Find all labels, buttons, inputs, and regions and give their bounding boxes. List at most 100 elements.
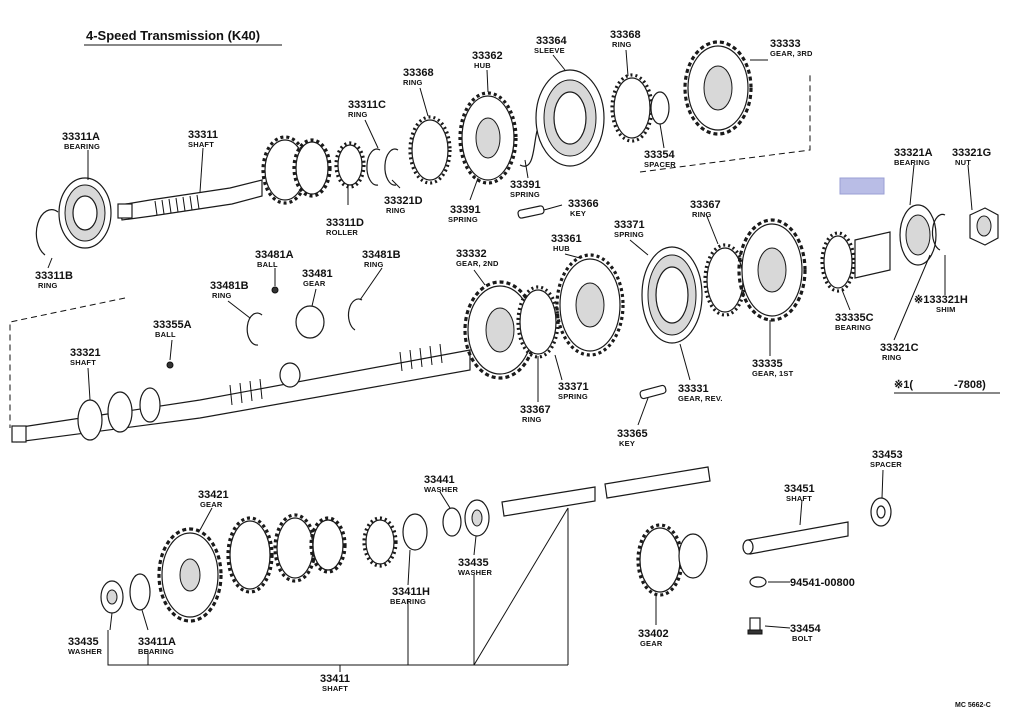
svg-text:33331: 33331 [678, 383, 709, 395]
svg-text:33311D: 33311D [326, 217, 364, 229]
svg-text:33311B: 33311B [35, 270, 73, 282]
callout-94541-00800[interactable]: 94541-00800 [790, 577, 855, 589]
svg-text:RING: RING [38, 281, 58, 290]
input-shaft-drawing [35, 40, 753, 256]
svg-text:33311: 33311 [188, 129, 218, 141]
svg-text:33453: 33453 [872, 449, 903, 461]
diagram-title: 4-Speed Transmission (K40) [86, 28, 260, 43]
svg-text:RING: RING [348, 110, 368, 119]
svg-text:33368: 33368 [610, 29, 641, 41]
svg-text:BALL: BALL [155, 330, 176, 339]
svg-text:SPRING: SPRING [510, 190, 540, 199]
svg-text:RING: RING [692, 210, 712, 219]
svg-text:BOLT: BOLT [792, 634, 813, 643]
leader-lines [47, 49, 973, 672]
svg-text:SHAFT: SHAFT [188, 140, 214, 149]
svg-text:33454: 33454 [790, 623, 821, 635]
svg-text:33402: 33402 [638, 628, 669, 640]
svg-text:GEAR, 1ST: GEAR, 1ST [752, 369, 794, 378]
svg-text:33362: 33362 [472, 50, 503, 62]
svg-text:33321: 33321 [70, 347, 101, 359]
svg-text:KEY: KEY [619, 439, 635, 448]
svg-text:33321C: 33321C [880, 342, 919, 354]
svg-text:RING: RING [403, 78, 423, 87]
svg-text:33367: 33367 [520, 404, 551, 416]
svg-text:※1(: ※1( [894, 379, 913, 391]
figure-code: MC 5662-C [955, 702, 991, 709]
svg-text:SHIM: SHIM [936, 305, 956, 314]
note-annotation: ※1( -7808) [894, 379, 1000, 394]
svg-text:33451: 33451 [784, 483, 815, 495]
svg-text:33361: 33361 [551, 233, 582, 245]
svg-text:33311C: 33311C [348, 99, 386, 111]
svg-text:GEAR: GEAR [303, 279, 326, 288]
svg-text:33441: 33441 [424, 474, 455, 486]
svg-text:33481B: 33481B [362, 249, 401, 261]
svg-text:33365: 33365 [617, 428, 648, 440]
assembly-boundary-upper [639, 75, 811, 173]
svg-text:33435: 33435 [458, 557, 489, 569]
svg-text:33364: 33364 [536, 35, 567, 47]
svg-text:RING: RING [364, 260, 384, 269]
svg-text:GEAR: GEAR [640, 639, 663, 648]
svg-text:RING: RING [522, 415, 542, 424]
svg-text:-7808): -7808) [954, 379, 986, 391]
svg-text:33321A: 33321A [894, 147, 933, 159]
svg-text:GEAR, 3RD: GEAR, 3RD [770, 49, 813, 58]
svg-text:HUB: HUB [553, 244, 570, 253]
svg-text:SPACER: SPACER [870, 460, 902, 469]
svg-text:WASHER: WASHER [424, 485, 459, 494]
svg-text:SHAFT: SHAFT [70, 358, 96, 367]
svg-text:SPACER: SPACER [644, 160, 676, 169]
svg-text:33391: 33391 [510, 179, 541, 191]
svg-text:SLEEVE: SLEEVE [534, 46, 565, 55]
svg-text:33371: 33371 [614, 219, 645, 231]
